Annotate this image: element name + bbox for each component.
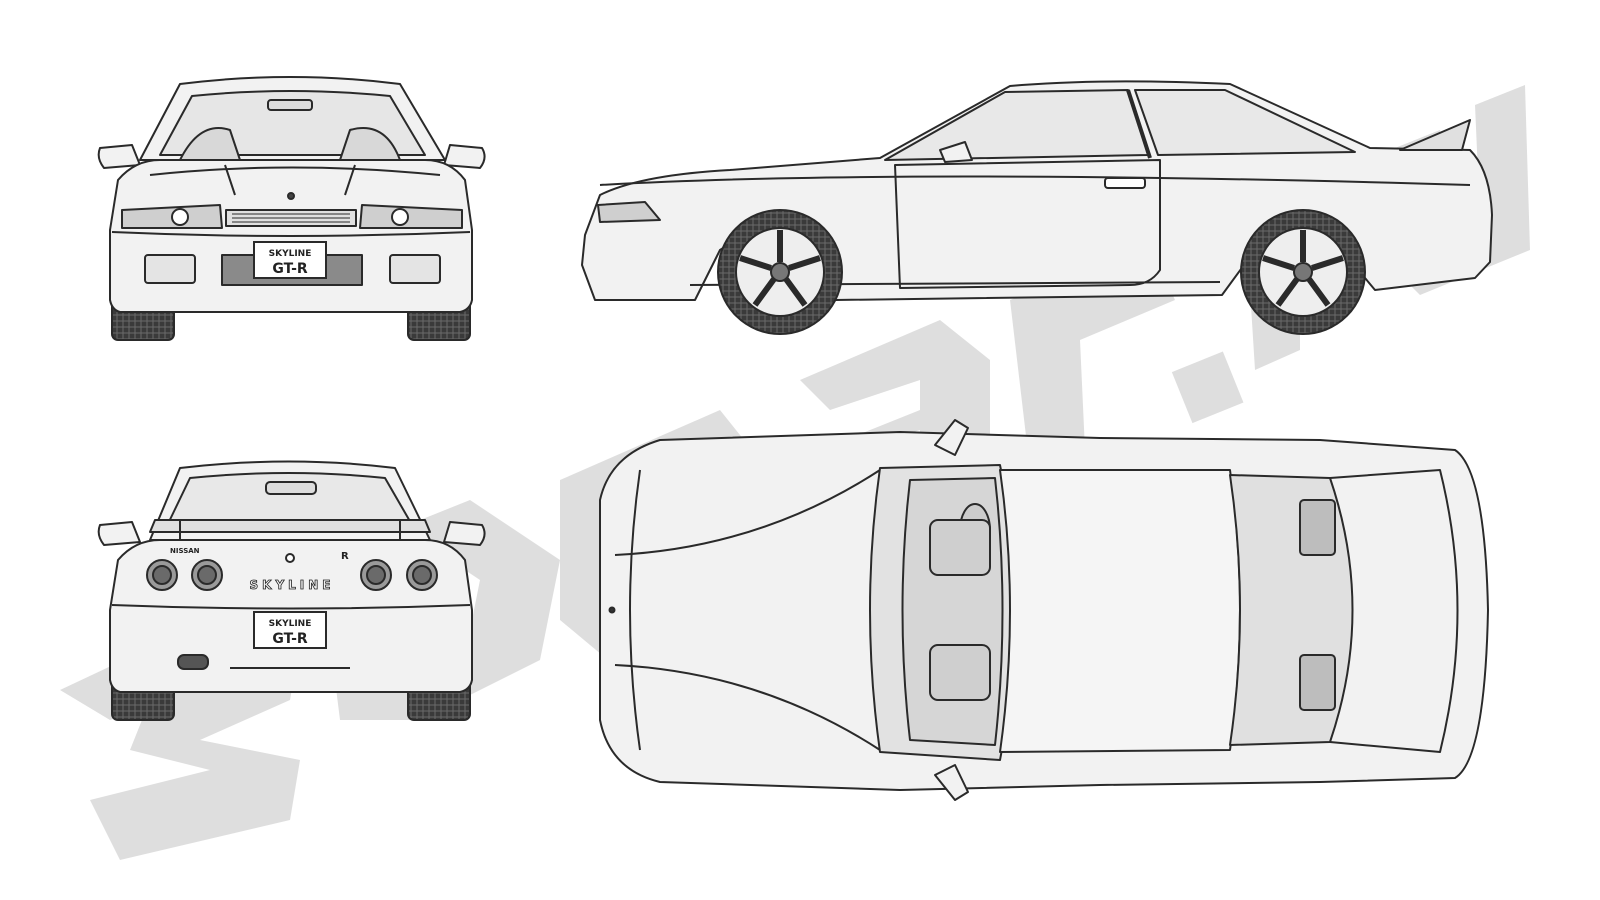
maker-badge: NISSAN bbox=[170, 547, 200, 555]
rear-license-plate: SKYLINE GT-R bbox=[253, 611, 327, 649]
left-mirror bbox=[97, 144, 141, 169]
front-plate-line1: SKYLINE bbox=[269, 249, 312, 259]
front-view bbox=[97, 76, 486, 341]
front-plate-line2: GT-R bbox=[272, 261, 308, 277]
emblem-badge: R bbox=[341, 551, 349, 562]
rear-badges: NISSAN SKYLINE R bbox=[170, 547, 349, 592]
front-wheel bbox=[717, 209, 843, 335]
front-license-plate: SKYLINE GT-R bbox=[253, 241, 327, 279]
side-view bbox=[581, 80, 1493, 335]
rear-plate-line2: GT-R bbox=[272, 631, 308, 647]
right-mirror bbox=[443, 144, 486, 169]
top-view bbox=[599, 419, 1489, 801]
model-badge: SKYLINE bbox=[250, 578, 335, 592]
rear-wheel bbox=[1240, 209, 1366, 335]
rear-plate-line1: SKYLINE bbox=[269, 619, 312, 629]
